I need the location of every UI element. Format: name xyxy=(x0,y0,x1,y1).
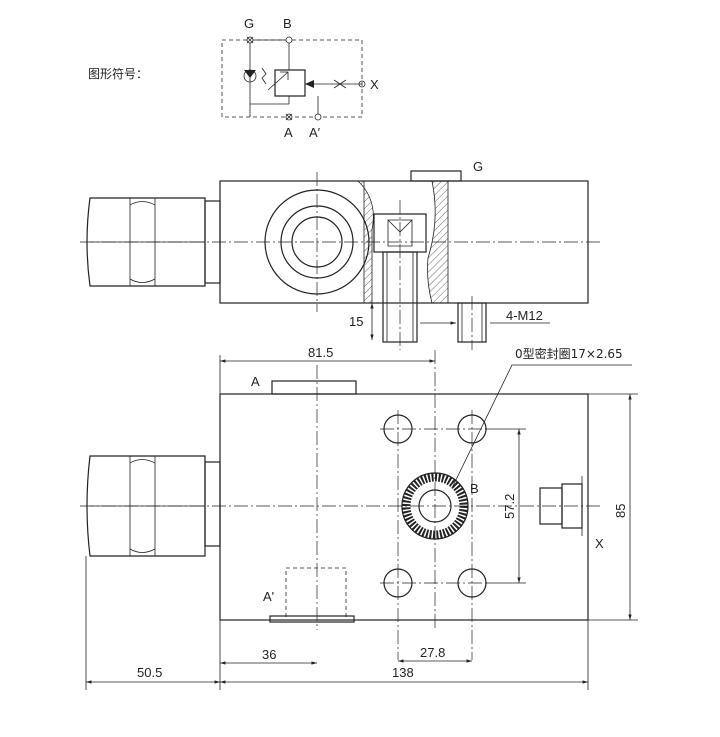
dim-27-8: 27.8 xyxy=(420,645,445,660)
plan-body xyxy=(219,393,589,621)
pilot-arrow xyxy=(305,80,314,88)
symbol-port-a: A xyxy=(284,125,293,140)
section-port-g: G xyxy=(473,159,483,174)
spring-symbol xyxy=(261,67,267,85)
port-x-dot xyxy=(358,80,366,88)
port-a-prime-dot xyxy=(314,113,322,121)
plan-port-a: A xyxy=(251,374,260,389)
dim-81-5: 81.5 xyxy=(308,345,333,360)
symbol-caption: 图形符号： xyxy=(88,66,148,81)
hydraulic-symbol: 图形符号： G B X A A′ xyxy=(88,16,379,140)
symbol-port-b: B xyxy=(283,16,292,31)
dim-85: 85 xyxy=(613,504,628,518)
thread-note: 4-M12 xyxy=(506,308,543,323)
port-b-dot xyxy=(285,36,293,44)
section-view: G 15 4-M12 xyxy=(80,159,600,350)
seal-leader xyxy=(451,364,632,489)
orifice-symbol xyxy=(333,79,347,89)
seal-note: 0型密封圈17×2.65 xyxy=(515,346,623,361)
dim-36: 36 xyxy=(262,647,276,662)
section-hatch-left xyxy=(356,180,374,304)
symbol-port-g: G xyxy=(244,16,254,31)
relief-valve-box xyxy=(274,69,306,97)
dim-138: 138 xyxy=(392,665,414,680)
dim-50-5: 50.5 xyxy=(137,665,162,680)
plan-port-a-prime: A' xyxy=(263,589,274,604)
port-a-boss xyxy=(271,380,357,395)
symbol-frame xyxy=(221,39,363,118)
symbol-port-a-prime: A′ xyxy=(309,125,321,140)
plan-port-x: X xyxy=(595,536,604,551)
symbol-port-x: X xyxy=(370,77,379,92)
plan-view: A B X A' xyxy=(80,345,638,690)
dim-15: 15 xyxy=(349,314,363,329)
dim-57-2: 57.2 xyxy=(502,494,517,519)
adjust-arrow xyxy=(267,71,289,91)
plan-port-b: B xyxy=(470,481,479,496)
port-g-boss xyxy=(410,170,462,182)
port-a-prime-hidden xyxy=(285,567,347,621)
